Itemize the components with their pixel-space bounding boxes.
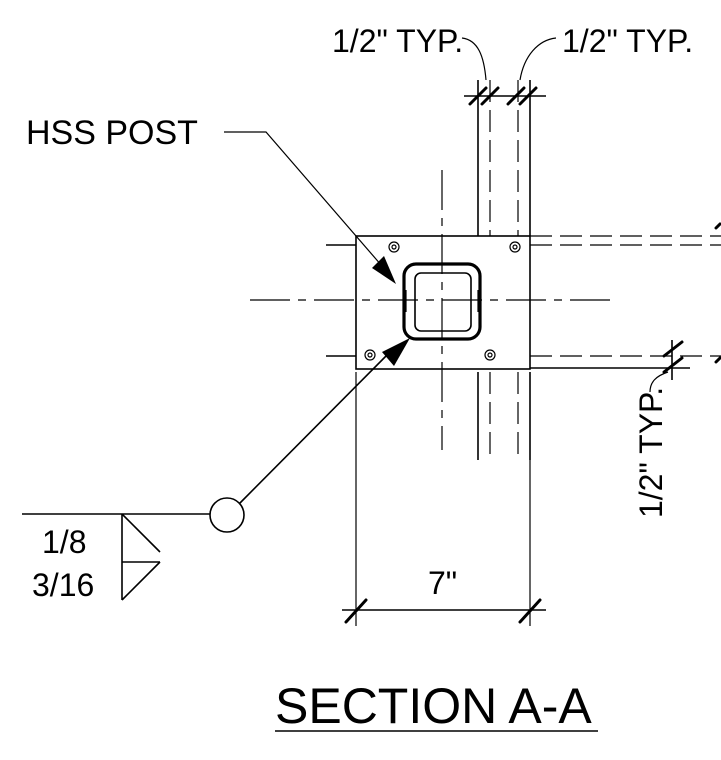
arrow-icon: [382, 338, 410, 366]
weld-size-top: 1/8: [42, 524, 86, 560]
hss-post-leader: [224, 131, 396, 284]
bolt-icon: [388, 241, 400, 253]
bolt-icon: [509, 241, 521, 253]
weld-all-around-icon: [209, 497, 245, 533]
center-lines: [250, 170, 612, 450]
hss-post: [402, 262, 482, 341]
width-dimension: [342, 372, 546, 626]
weld-symbol: [22, 338, 410, 601]
typ-label-right: 1/2" TYP.: [633, 387, 669, 518]
bolt-icon: [484, 349, 496, 361]
typ-label-top-left: 1/2" TYP.: [332, 23, 463, 59]
dimension-width-label: 7": [428, 565, 457, 601]
typ-label-top-right: 1/2" TYP.: [562, 23, 693, 59]
weld-size-bottom: 3/16: [32, 567, 94, 603]
horizontal-plate-lines: [326, 235, 721, 369]
base-plate: [355, 235, 531, 370]
arrow-icon: [372, 256, 396, 284]
top-thickness-dimension: [461, 37, 557, 106]
section-title: SECTION A-A: [275, 678, 592, 734]
bolt-icon: [364, 349, 376, 361]
vertical-plate-lines: [477, 80, 531, 460]
anchor-bolts: [364, 241, 521, 361]
hss-post-label: HSS POST: [26, 114, 198, 152]
right-thickness-dimension: [649, 222, 721, 393]
